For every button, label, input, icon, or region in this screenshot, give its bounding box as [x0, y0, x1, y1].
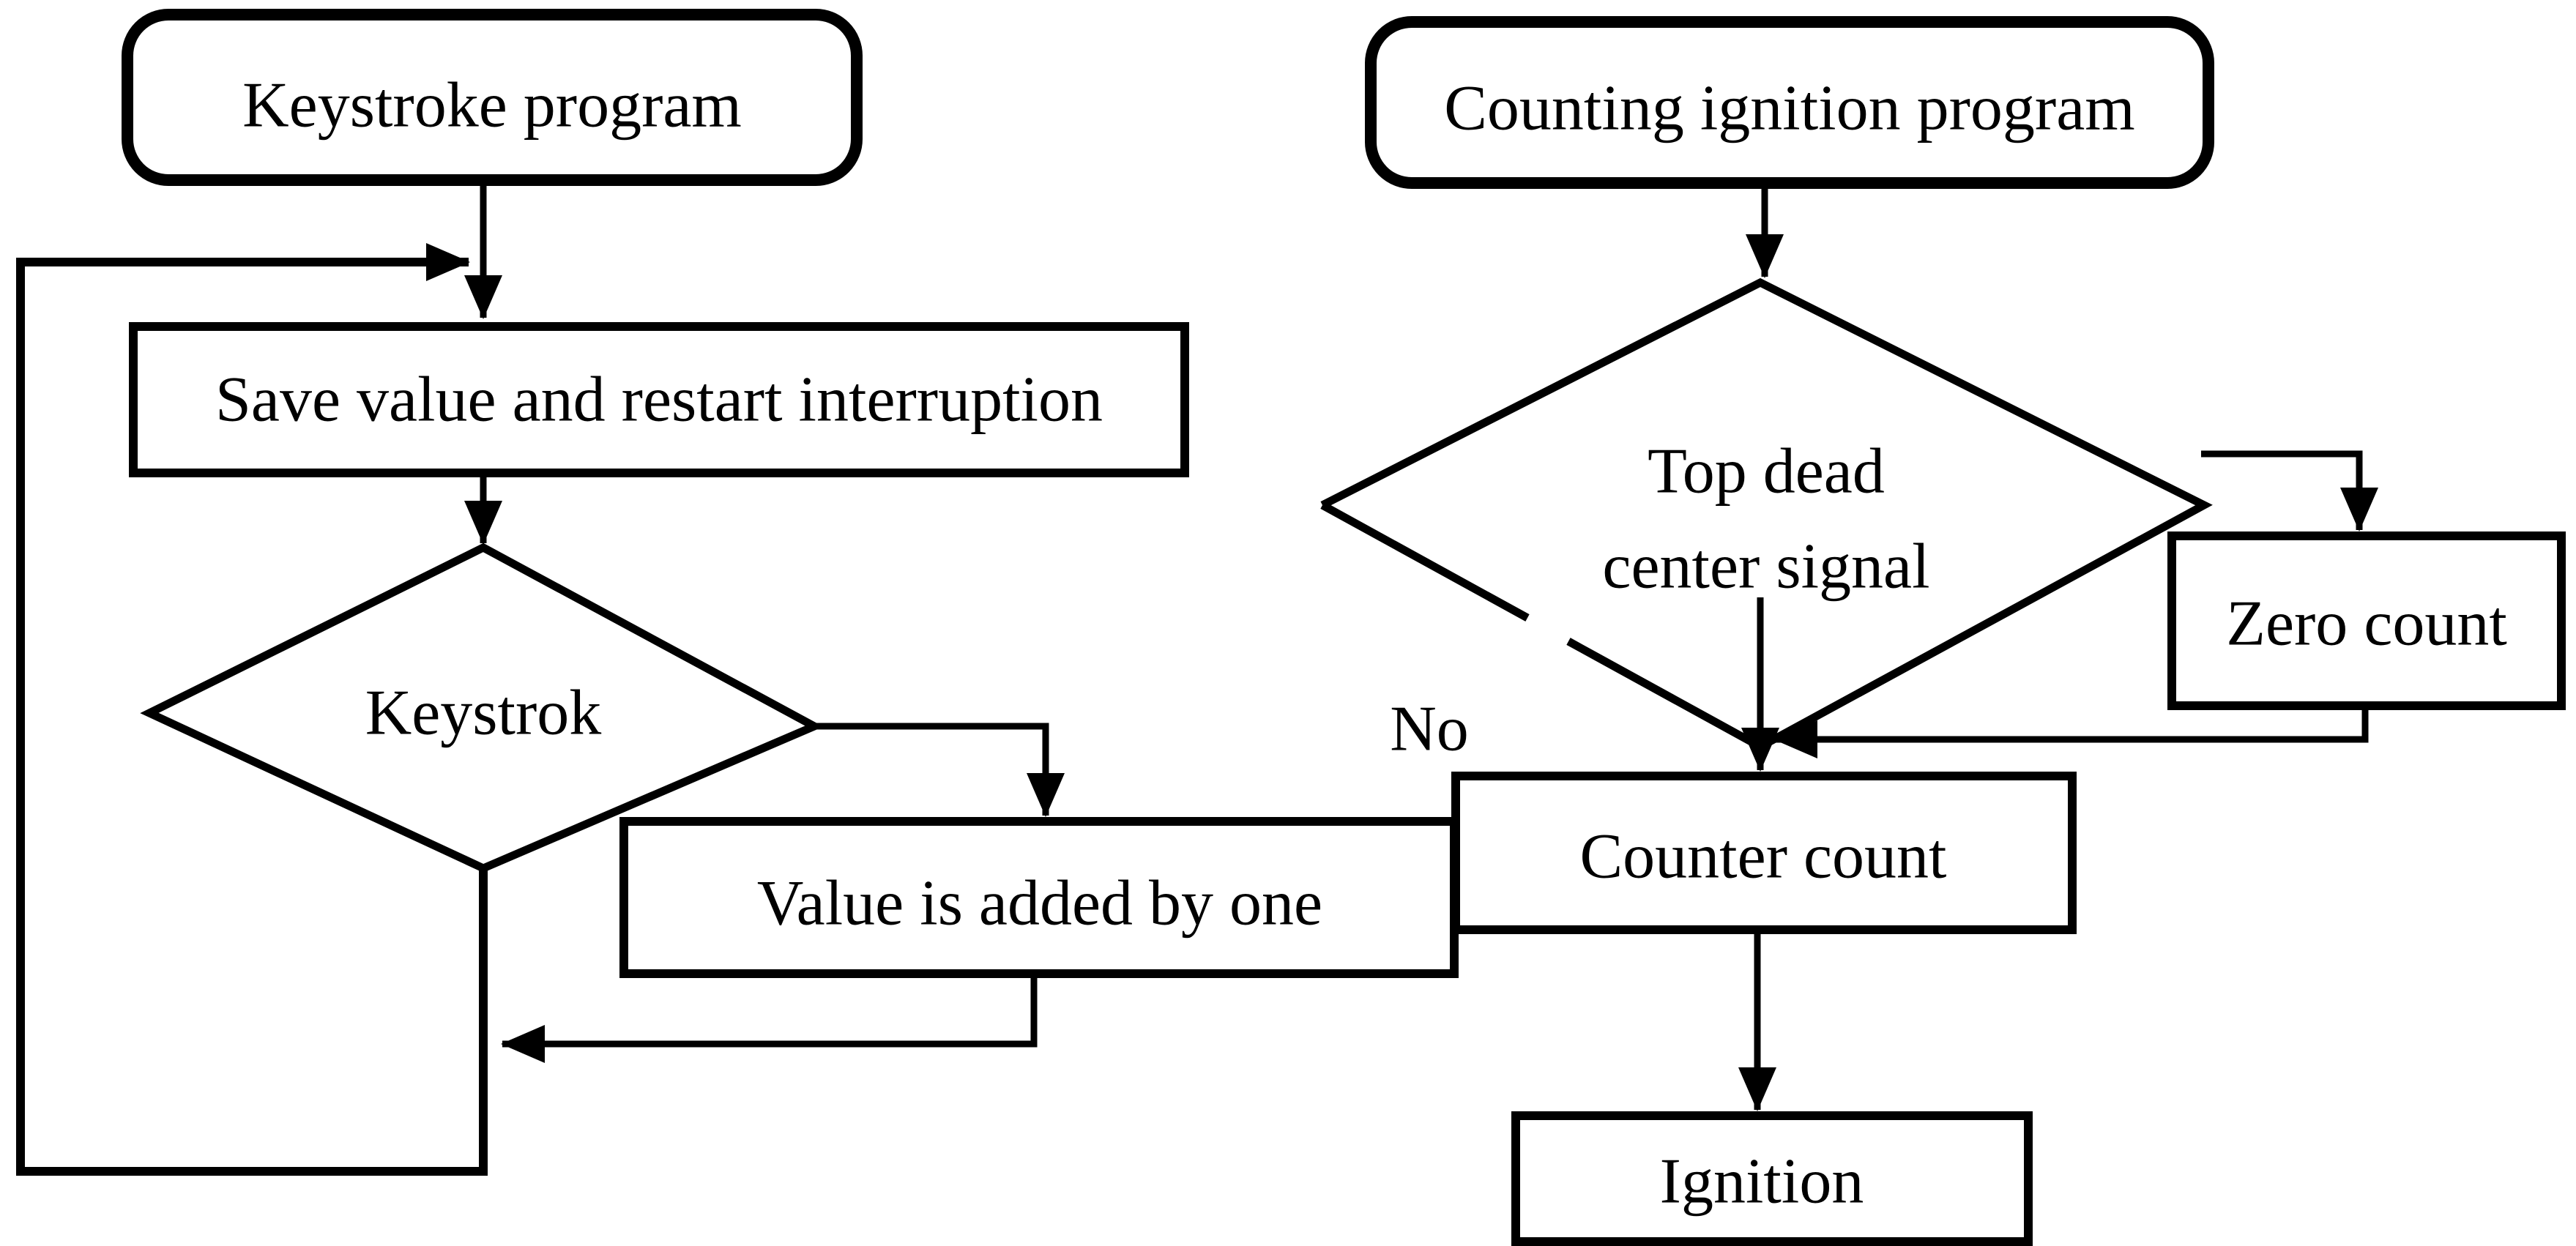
counter-count-node — [1451, 772, 2077, 934]
top-dead-center-decision-node — [1320, 277, 2213, 750]
value-added-label: Value is added by one — [757, 868, 1322, 939]
keystrok-decision-label: Keystrok — [365, 678, 602, 749]
ignition-label: Ignition — [1660, 1146, 1864, 1217]
keystroke-flow: Keystroke program Save value and restart… — [16, 9, 1459, 1176]
ignition-node — [1511, 1111, 2033, 1246]
edge-decision-to-value-added — [814, 723, 1065, 817]
counting-ignition-program-node — [1365, 16, 2214, 189]
counting-ignition-flow: Counting ignition program Top dead cente… — [1320, 16, 2566, 1246]
edge-decision-loop-return — [16, 243, 488, 1176]
keystroke-program-node — [122, 9, 863, 186]
keystrok-decision-node — [140, 542, 824, 873]
keystroke-program-label: Keystroke program — [242, 70, 742, 141]
counting-ignition-program-label: Counting ignition program — [1444, 73, 2135, 144]
top-dead-center-label-line2: center signal — [1602, 531, 1929, 603]
top-dead-center-label-line1: Top dead — [1648, 436, 1885, 507]
edge-value-added-return — [501, 974, 1038, 1063]
edge-hook-to-zero-count — [2201, 450, 2378, 531]
counter-count-label: Counter count — [1579, 821, 1946, 892]
value-added-node — [619, 817, 1459, 978]
save-value-node — [129, 322, 1189, 477]
edge-zero-count-return — [1773, 706, 2369, 758]
zero-count-label: Zero count — [2226, 589, 2507, 660]
save-value-label: Save value and restart interruption — [215, 365, 1103, 436]
no-label: No — [1390, 694, 1469, 765]
